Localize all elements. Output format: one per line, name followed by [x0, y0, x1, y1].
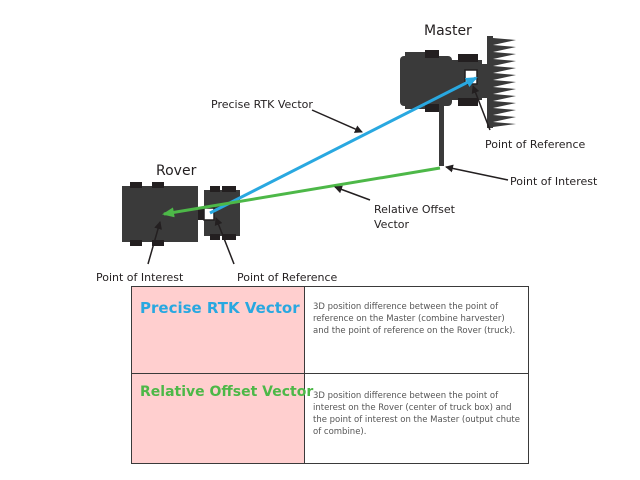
precise-rtk-vector-arrow	[209, 76, 478, 215]
legend-definition-offset: 3D position difference between the point…	[313, 391, 520, 437]
leader-master-interest	[445, 164, 509, 181]
offset-vector-label-line1: Relative Offset	[374, 203, 456, 216]
master-reference-label: Point of Reference	[485, 138, 586, 151]
leader-master-reference	[471, 85, 491, 131]
legend-row: Precise RTK Vector 3D position differenc…	[132, 287, 528, 374]
unloading-chute	[439, 100, 444, 166]
leader-offset-vector	[334, 185, 371, 201]
rover-reference-marker	[203, 207, 215, 221]
relative-offset-vector-arrow	[162, 166, 441, 218]
leader-rtk-vector	[311, 109, 363, 133]
master-label: Master	[424, 23, 472, 39]
rover-truck	[122, 182, 240, 246]
combine-body	[400, 56, 452, 106]
legend-term-offset: Relative Offset Vector	[132, 374, 313, 463]
leader-rover-interest	[147, 221, 162, 265]
rover-label: Rover	[156, 163, 197, 179]
master-interest-label: Point of Interest	[510, 175, 598, 188]
truck-box	[122, 186, 198, 242]
legend-definition-rtk: 3D position difference between the point…	[313, 302, 516, 336]
legend-row: Relative Offset Vector 3D position diffe…	[132, 374, 528, 463]
rover-interest-label: Point of Interest	[96, 271, 184, 284]
offset-vector-label-line2: Vector	[374, 218, 410, 231]
leader-rover-reference	[214, 217, 235, 265]
legend-table: Precise RTK Vector 3D position differenc…	[131, 286, 529, 464]
rover-reference-label: Point of Reference	[237, 271, 338, 284]
legend-term-rtk: Precise RTK Vector	[132, 287, 305, 373]
combine-header	[487, 36, 516, 128]
rtk-vector-label: Precise RTK Vector	[211, 98, 313, 111]
